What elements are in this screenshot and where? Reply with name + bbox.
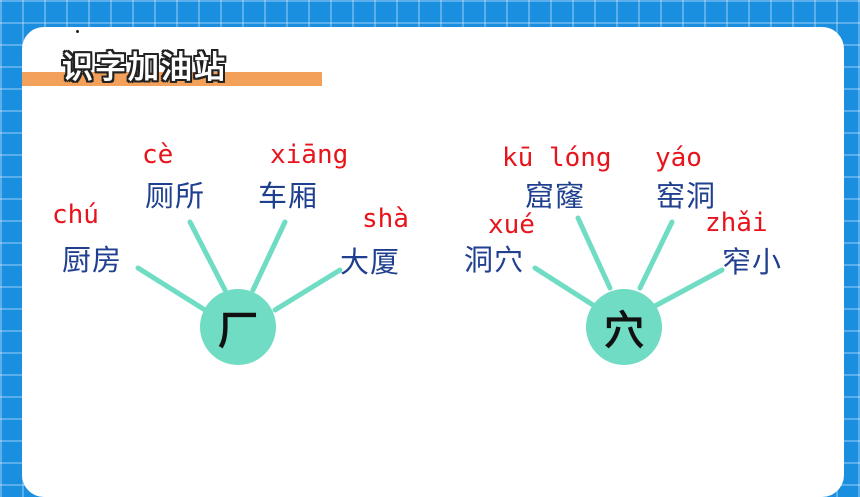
title-dot: [76, 30, 79, 33]
connector-lines: [135, 215, 725, 313]
word-cesuo: 厕所: [145, 179, 206, 213]
connector-line-right-3: [637, 219, 675, 291]
pinyin-chu: chú: [52, 200, 99, 230]
connector-line-left-4: [272, 267, 343, 313]
section-title: 识字加油站: [62, 50, 227, 86]
root-circle-xue: 穴: [586, 289, 662, 365]
pinyin-zhai: zhǎi: [705, 208, 768, 238]
pinyin-ce: cè: [142, 140, 174, 170]
word-chexiang: 车厢: [258, 179, 319, 213]
connector-line-right-1: [532, 265, 596, 308]
word-dongxue: 洞穴: [464, 243, 525, 277]
content-card: [22, 27, 844, 497]
pinyin-kulong: kū lóng: [502, 143, 612, 173]
connector-line-left-3: [250, 219, 288, 293]
connector-line-left-2: [187, 219, 228, 293]
word-zhaixiao: 窄小: [722, 245, 783, 279]
word-kulong: 窟窿: [525, 179, 586, 213]
word-dasha: 大厦: [340, 245, 401, 279]
title-underline-bar: [22, 72, 322, 86]
pinyin-xiang: xiāng: [270, 140, 349, 170]
root-circle-chang: 厂: [200, 289, 276, 365]
connector-line-right-2: [575, 215, 613, 291]
pinyin-yao: yáo: [655, 143, 702, 173]
pinyin-xue: xué: [488, 210, 535, 240]
word-chufang: 厨房: [62, 243, 123, 277]
connector-line-left-1: [135, 265, 208, 313]
pinyin-sha: shà: [362, 204, 409, 234]
word-yaodong: 窑洞: [656, 179, 717, 213]
connector-line-right-4: [652, 267, 725, 309]
